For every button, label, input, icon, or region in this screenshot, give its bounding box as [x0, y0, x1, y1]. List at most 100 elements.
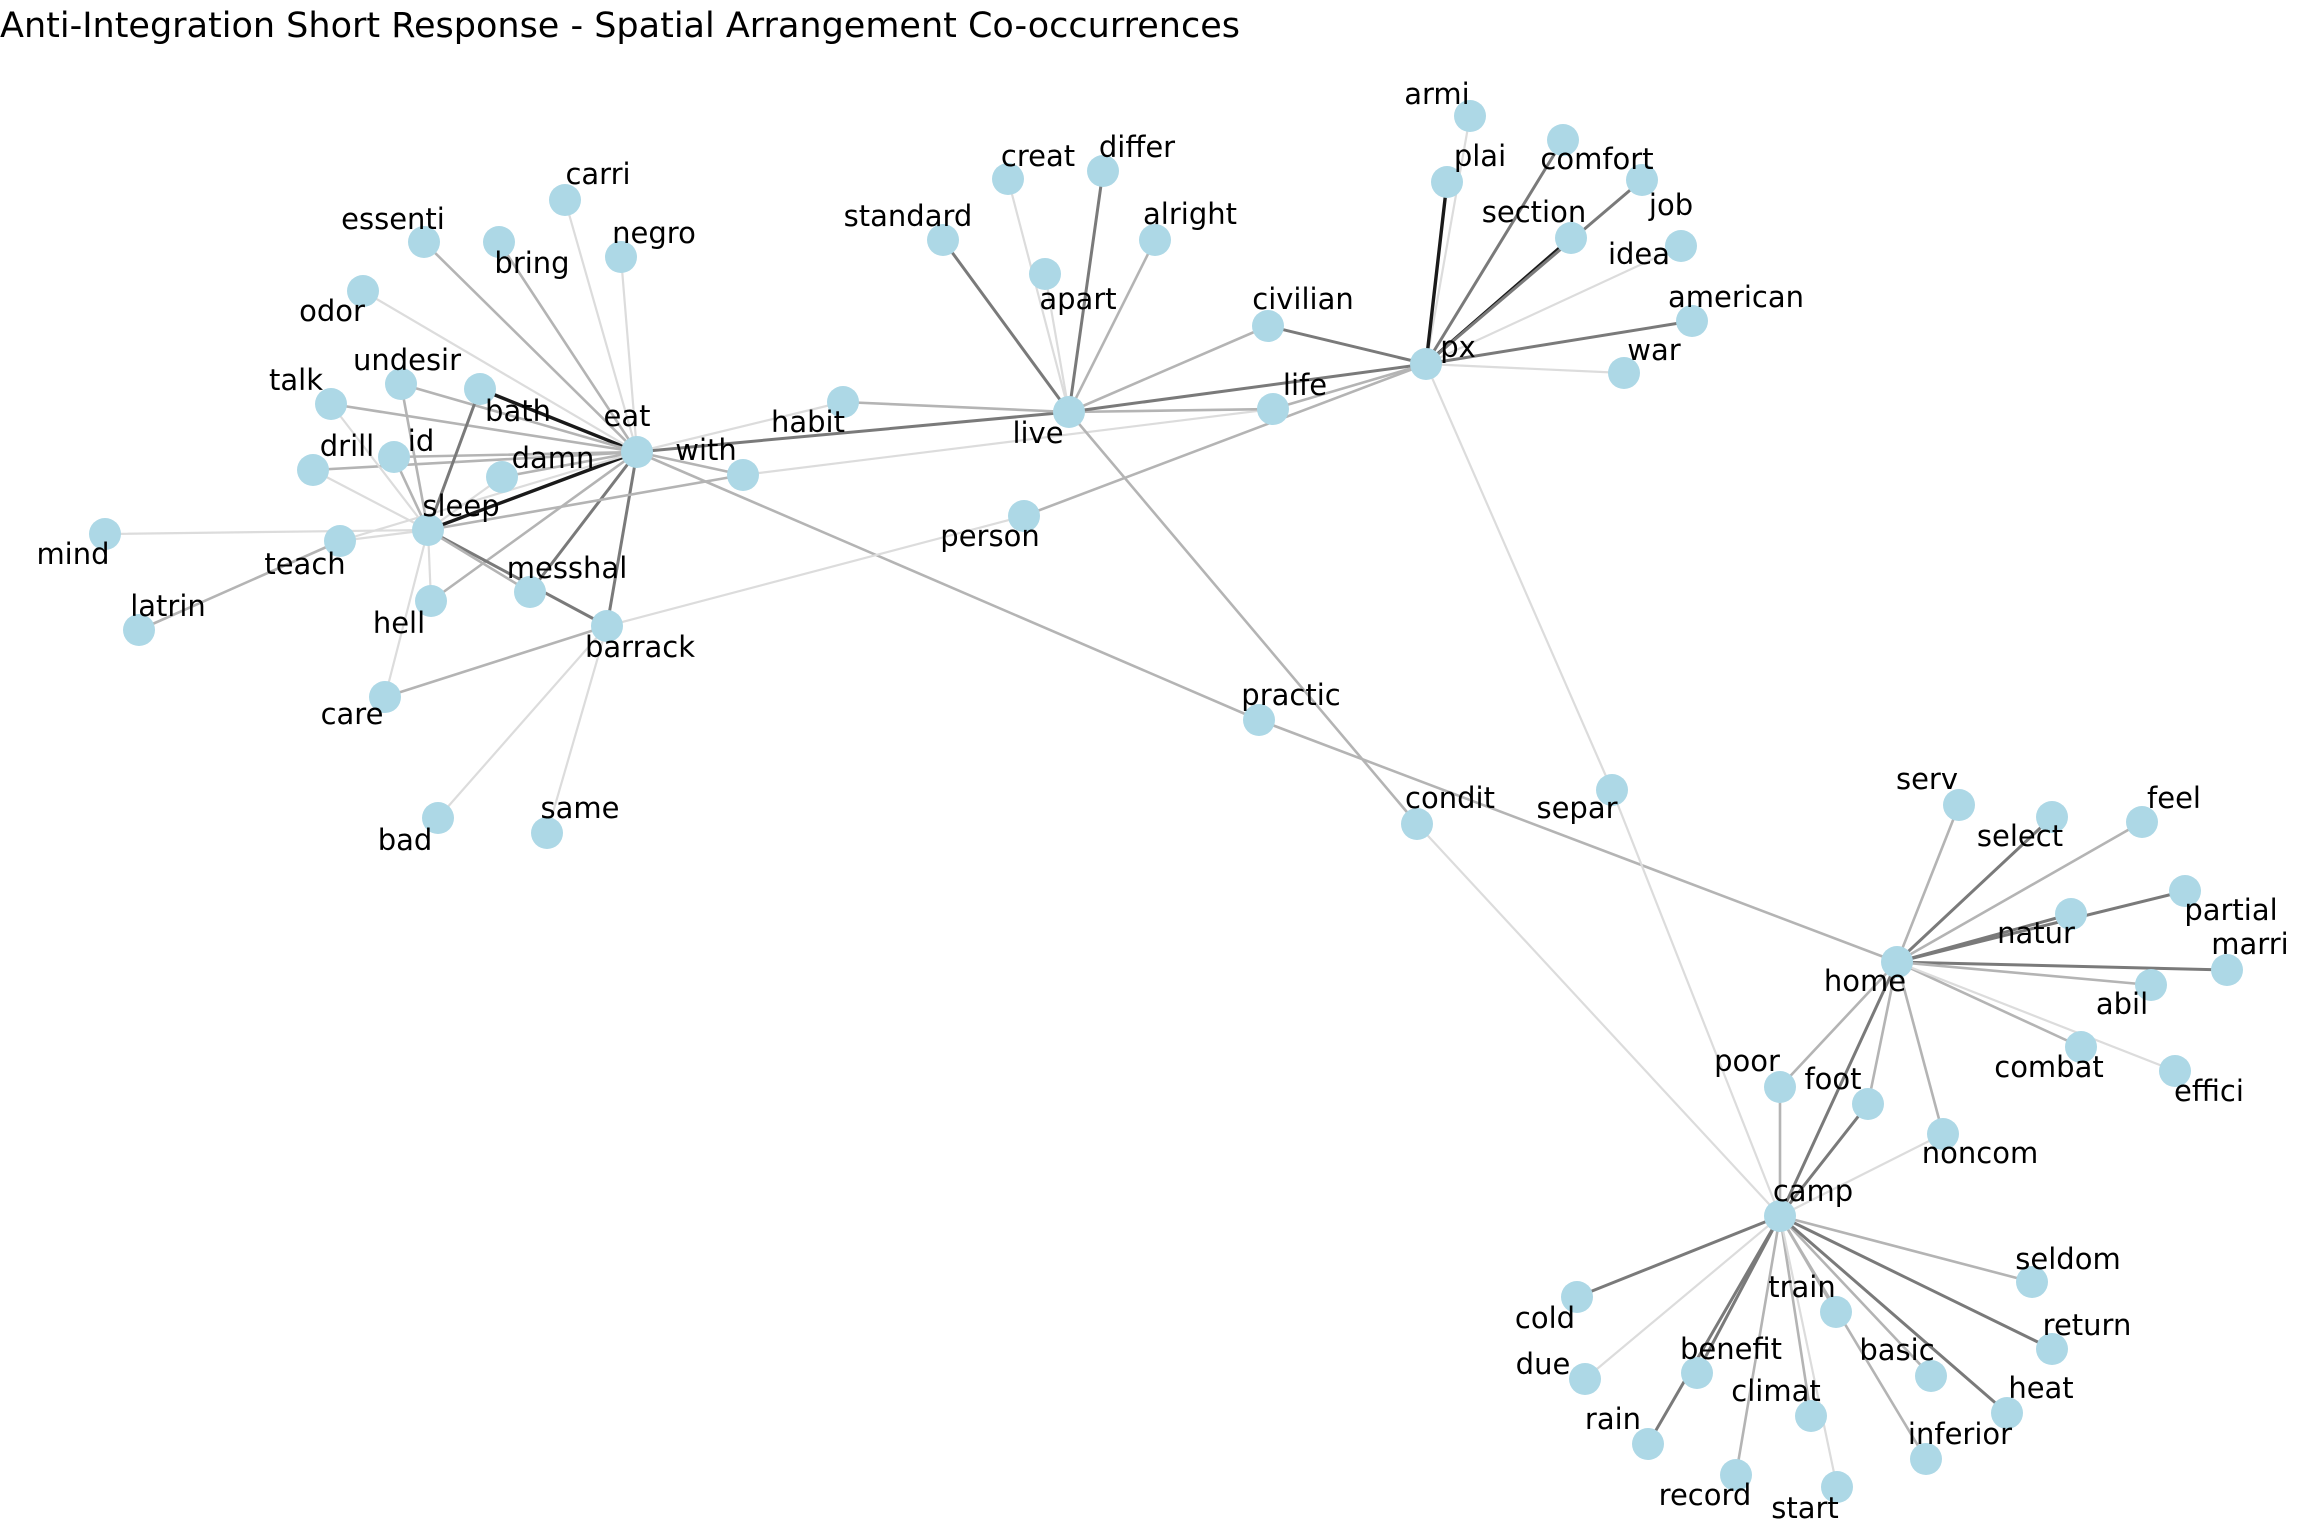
- node-separ: [1596, 774, 1628, 806]
- edge-live-condit: [1067, 410, 1419, 826]
- node-label-inferior: inferior: [1908, 1417, 2012, 1451]
- edge-eat-sleep: [426, 450, 639, 532]
- node-label-undesir: undesir: [353, 343, 461, 377]
- node-label-cold: cold: [1515, 1301, 1575, 1335]
- node-label-return: return: [2043, 1308, 2132, 1342]
- node-label-foot: foot: [1804, 1062, 1861, 1096]
- edge-barrack-bad: [436, 624, 609, 820]
- node-alright: [1139, 224, 1171, 256]
- node-undesir: [385, 368, 417, 400]
- edge-home-select: [1895, 815, 2054, 964]
- edge-camp-noncom: [1778, 1132, 1945, 1218]
- edge-sleep-mind: [103, 528, 430, 536]
- edge-home-poor: [1778, 960, 1899, 1089]
- node-idea: [1665, 230, 1697, 262]
- edge-eat-live: [635, 410, 1071, 454]
- node-label-combat: combat: [1994, 1050, 2104, 1084]
- edge-eat-bring: [497, 240, 639, 454]
- edge-condit-camp: [1415, 822, 1782, 1218]
- node-label-due: due: [1516, 1347, 1571, 1381]
- node-label-natur: natur: [1997, 916, 2075, 950]
- edge-live-habit: [841, 400, 1071, 414]
- node-label-poor: poor: [1714, 1044, 1780, 1078]
- node-label-serv: serv: [1896, 762, 1958, 796]
- edge-sleep-with: [426, 473, 745, 532]
- node-comfort: [1547, 124, 1579, 156]
- edge-home-abil: [1895, 960, 2153, 987]
- node-record: [1720, 1459, 1752, 1491]
- edge-person-px: [1022, 362, 1428, 518]
- edge-sleep-messhal: [426, 528, 532, 594]
- edge-live-alright: [1067, 238, 1157, 414]
- labels-layer: eatsleepbarrackwithmesshaldamnidbathunde…: [36, 77, 2288, 1525]
- edge-live-px: [1067, 362, 1428, 414]
- edge-px-job: [1424, 178, 1644, 366]
- edge-sleep-bath: [426, 387, 482, 532]
- edge-camp-inferior: [1778, 1214, 1928, 1461]
- node-label-negro: negro: [612, 216, 696, 250]
- node-armi: [1454, 100, 1486, 132]
- edge-eat-hell: [429, 450, 639, 603]
- edge-home-marri: [1895, 960, 2229, 972]
- edge-barrack-care: [383, 624, 609, 699]
- node-climat: [1795, 1400, 1827, 1432]
- node-basic: [1915, 1360, 1947, 1392]
- node-label-plai: plai: [1454, 139, 1506, 173]
- edge-camp-due: [1583, 1214, 1782, 1381]
- node-label-habit: habit: [771, 405, 845, 439]
- edge-live-civilian: [1067, 324, 1270, 414]
- node-damn: [486, 461, 518, 493]
- node-home: [1881, 946, 1913, 978]
- edge-eat-habit: [635, 400, 845, 454]
- node-label-condit: condit: [1405, 781, 1495, 815]
- edge-home-foot: [1866, 960, 1899, 1106]
- edge-home-partial: [1895, 889, 2187, 964]
- edge-px-life: [1271, 362, 1428, 411]
- edge-practic-home: [1257, 718, 1899, 964]
- node-serv: [1943, 789, 1975, 821]
- node-habit: [827, 386, 859, 418]
- node-select: [2036, 801, 2068, 833]
- edge-home-effici: [1895, 960, 2177, 1073]
- node-cold: [1561, 1281, 1593, 1313]
- node-label-eat: eat: [604, 399, 651, 433]
- edge-sleep-undesir: [399, 382, 430, 532]
- edge-eat-essenti: [422, 240, 639, 454]
- node-messhal: [514, 576, 546, 608]
- node-label-comfort: comfort: [1540, 142, 1653, 176]
- node-train: [1820, 1296, 1852, 1328]
- node-apart: [1029, 258, 1061, 290]
- node-mind: [89, 518, 121, 550]
- edge-camp-return: [1778, 1214, 2054, 1351]
- edge-camp-rain: [1646, 1214, 1782, 1446]
- node-label-latrin: latrin: [130, 589, 206, 623]
- node-label-job: job: [1648, 188, 1693, 222]
- edge-eat-drill: [311, 450, 639, 472]
- node-label-record: record: [1659, 1478, 1752, 1512]
- node-label-damn: damn: [512, 441, 595, 475]
- node-label-differ: differ: [1099, 130, 1175, 164]
- node-label-practic: practic: [1241, 678, 1340, 712]
- node-care: [369, 681, 401, 713]
- node-live: [1053, 396, 1085, 428]
- node-hell: [415, 585, 447, 617]
- edge-camp-record: [1734, 1214, 1782, 1477]
- node-label-essenti: essenti: [341, 202, 445, 236]
- node-noncom: [1927, 1118, 1959, 1150]
- edge-eat-barrack: [605, 450, 639, 628]
- node-barrack: [591, 610, 623, 642]
- edge-eat-messhal: [528, 450, 639, 594]
- node-differ: [1087, 155, 1119, 187]
- edge-with-life: [741, 407, 1275, 477]
- edge-camp-foot: [1778, 1102, 1870, 1218]
- node-label-standard: standard: [844, 199, 973, 233]
- edge-camp-basic: [1778, 1214, 1933, 1378]
- node-plai: [1431, 166, 1463, 198]
- node-label-civilian: civilian: [1252, 282, 1354, 316]
- edge-teach-latrin: [137, 539, 342, 632]
- node-with: [727, 459, 759, 491]
- edge-eat-negro: [619, 255, 639, 454]
- node-benefit: [1681, 1357, 1713, 1389]
